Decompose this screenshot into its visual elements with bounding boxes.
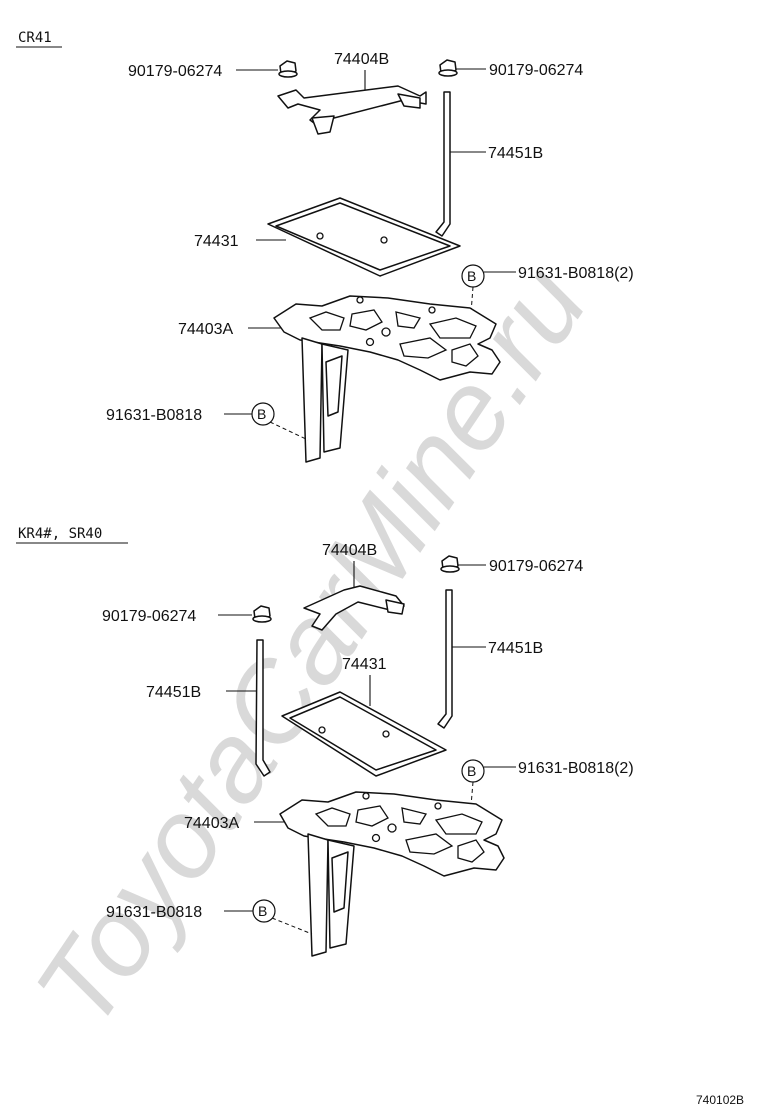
- battery-tray: [281, 691, 447, 777]
- label-bracket: 74404B: [322, 542, 377, 559]
- label-nut-left: 90179-06274: [102, 608, 196, 625]
- hold-down-rod-left: [255, 639, 271, 777]
- flange-nut-right: [438, 59, 458, 77]
- hold-down-rod-right: [437, 589, 453, 729]
- label-carrier: 74403A: [184, 815, 239, 832]
- label-rod-right: 74451B: [488, 640, 543, 657]
- flange-nut-right: [440, 555, 460, 573]
- label-rod-left: 74451B: [146, 684, 201, 701]
- callout-b-left-text: B: [257, 406, 266, 422]
- hold-down-rod: [435, 91, 451, 237]
- diagram-code: 740102B: [696, 1093, 744, 1107]
- dashed-ref-left: [269, 421, 309, 441]
- section-title: CR41: [18, 30, 52, 46]
- hold-down-bracket: [303, 585, 405, 631]
- label-nut-left: 90179-06274: [128, 63, 222, 80]
- label-bracket: 74404B: [334, 51, 389, 68]
- label-nut-right: 90179-06274: [489, 62, 583, 79]
- battery-tray: [267, 197, 461, 277]
- callout-b-left: [252, 899, 276, 923]
- section-kr4-sr40: KR4#, SR40 74404B 90179-06274 90179-0627…: [16, 526, 634, 957]
- battery-carrier: [279, 791, 505, 957]
- label-callout-ref-left: 91631-B0818: [106, 904, 202, 921]
- label-callout-ref-right: 91631-B0818(2): [518, 265, 634, 282]
- callout-b-left-text: B: [258, 903, 267, 919]
- label-callout-ref-right: 91631-B0818(2): [518, 760, 634, 777]
- dashed-ref-left: [271, 917, 313, 935]
- callout-b-left: [251, 402, 275, 426]
- label-nut-right: 90179-06274: [489, 558, 583, 575]
- label-tray: 74431: [342, 656, 387, 673]
- callout-b-right-text: B: [467, 763, 476, 779]
- label-carrier: 74403A: [178, 321, 233, 338]
- hold-down-bracket: [277, 85, 427, 135]
- label-tray: 74431: [194, 233, 239, 250]
- battery-carrier: [273, 295, 501, 463]
- callout-b-right-text: B: [467, 268, 476, 284]
- section-cr41: CR41 74404B 90179-06274 90179-06274 7445…: [16, 30, 634, 463]
- label-rod: 74451B: [488, 145, 543, 162]
- flange-nut-left: [278, 60, 298, 78]
- section-title: KR4#, SR40: [18, 526, 102, 542]
- label-callout-ref-left: 91631-B0818: [106, 407, 202, 424]
- flange-nut-left: [252, 605, 272, 623]
